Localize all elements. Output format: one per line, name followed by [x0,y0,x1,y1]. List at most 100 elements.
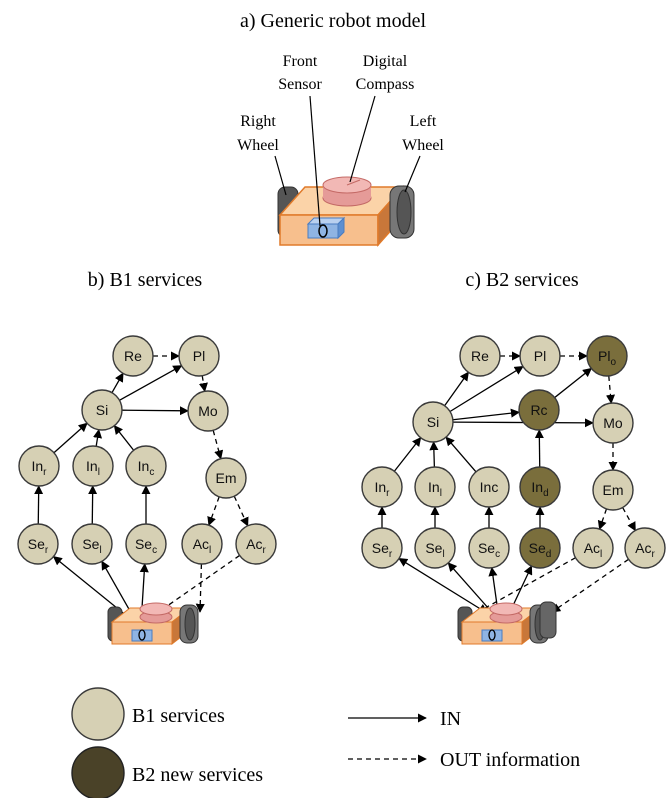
service-node-acl: Acl [181,523,223,565]
svg-text:Re: Re [471,348,489,364]
svg-text:Ser: Ser [372,540,393,560]
out-edge [233,495,249,527]
in-edge [429,441,439,468]
legend-b2-label: B2 new services [132,764,263,786]
out-edge [198,375,208,393]
service-node-sec: Sec [125,523,167,565]
right-wheel-label-line1: Right [240,113,276,130]
svg-text:Ser: Ser [28,536,49,556]
svg-text:Acr: Acr [635,540,655,560]
mini-robot [107,602,199,646]
in-edge [444,371,469,407]
panel-c-title: c) B2 services [465,269,579,291]
right-wheel-label-line2: Wheel [237,137,279,154]
svg-text:Inc: Inc [138,458,155,478]
svg-text:Inc: Inc [480,479,499,495]
in-edge [119,365,183,401]
in-edge [121,406,189,416]
service-node-em: Em [205,457,247,499]
service-node-sel: Sel [414,527,456,569]
service-node-re: Re [459,335,501,377]
svg-text:Sel: Sel [425,540,444,560]
out-edge [195,563,205,613]
digital-compass-label-line2: Compass [356,76,415,93]
svg-text:Si: Si [427,414,439,430]
svg-text:Mo: Mo [603,415,623,431]
svg-text:Em: Em [216,470,237,486]
front-sensor-icon [307,223,339,239]
out-edge [477,557,576,613]
panel-a-title: a) Generic robot model [240,10,426,32]
left-wheel-leader [404,155,421,193]
svg-text:Inl: Inl [428,479,442,499]
service-node-acl: Acl [572,527,614,569]
front-sensor-label-line2: Sensor [278,76,322,93]
svg-text:Inl: Inl [86,458,100,478]
service-node-pl: Pl [178,335,220,377]
svg-text:Sec: Sec [478,540,500,560]
legend-out-label: OUT information [440,749,580,771]
svg-text:Inr: Inr [374,479,390,499]
service-node-sel: Sel [71,523,113,565]
service-node-plo: Plo [586,335,628,377]
svg-text:Sed: Sed [529,540,552,560]
mini-compass-icon [139,602,173,616]
in-edge [449,365,524,413]
legend-in-label: IN [440,708,461,730]
in-edge [452,408,521,421]
service-node-ser: Ser [361,527,403,569]
in-edge [53,422,88,454]
service-node-inl: Inl [72,445,114,487]
left-wheel-label-line1: Left [410,113,437,130]
svg-text:Pl: Pl [534,348,546,364]
right-wheel-leader [274,155,287,196]
out-edge [605,375,616,404]
digital-compass-leader [349,95,376,183]
service-node-si: Si [412,401,454,443]
svg-text:Re: Re [124,348,142,364]
legend-b1-swatch [71,687,125,741]
out-edge [597,508,608,530]
digital-compass-label-line1: Digital [363,53,408,70]
service-node-inr: Inr [18,445,60,487]
service-node-ser: Ser [17,523,59,565]
svg-text:Sel: Sel [82,536,101,556]
svg-text:Pl: Pl [193,348,205,364]
service-node-sed: Sed [519,527,561,569]
in-edge [445,436,477,473]
service-node-re: Re [112,335,154,377]
service-node-inr: Inr [361,466,403,508]
service-node-em: Em [592,469,634,511]
left-wheel-label-line2: Wheel [402,137,444,154]
service-node-acr: Acr [624,527,666,569]
service-node-ind: Ind [519,466,561,508]
svg-text:Mo: Mo [198,403,218,419]
svg-text:Plo: Plo [598,348,616,368]
in-edge [139,563,149,609]
svg-text:Ind: Ind [531,479,548,499]
service-node-mo: Mo [187,390,229,432]
service-node-sec: Sec [468,527,510,569]
in-edge [111,372,124,393]
service-node-inc: Inc [468,466,510,508]
svg-text:Em: Em [603,482,624,498]
robot-illustration [274,95,421,247]
svg-text:Rc: Rc [530,402,547,418]
mini-robot [457,601,557,646]
legend-b2-swatch [71,746,125,798]
service-node-inl: Inl [414,466,456,508]
legend: B1 services B2 new services IN OUT infor… [71,687,580,798]
in-edge [393,437,422,472]
service-node-inc: Inc [125,445,167,487]
svg-text:Acl: Acl [193,536,212,556]
in-edge [113,425,135,451]
in-edge [554,367,593,399]
mini-compass-icon [489,602,523,616]
service-node-acr: Acr [235,523,277,565]
front-sensor-label-line1: Front [283,53,318,70]
out-edge [212,430,224,460]
out-edge [551,558,629,613]
